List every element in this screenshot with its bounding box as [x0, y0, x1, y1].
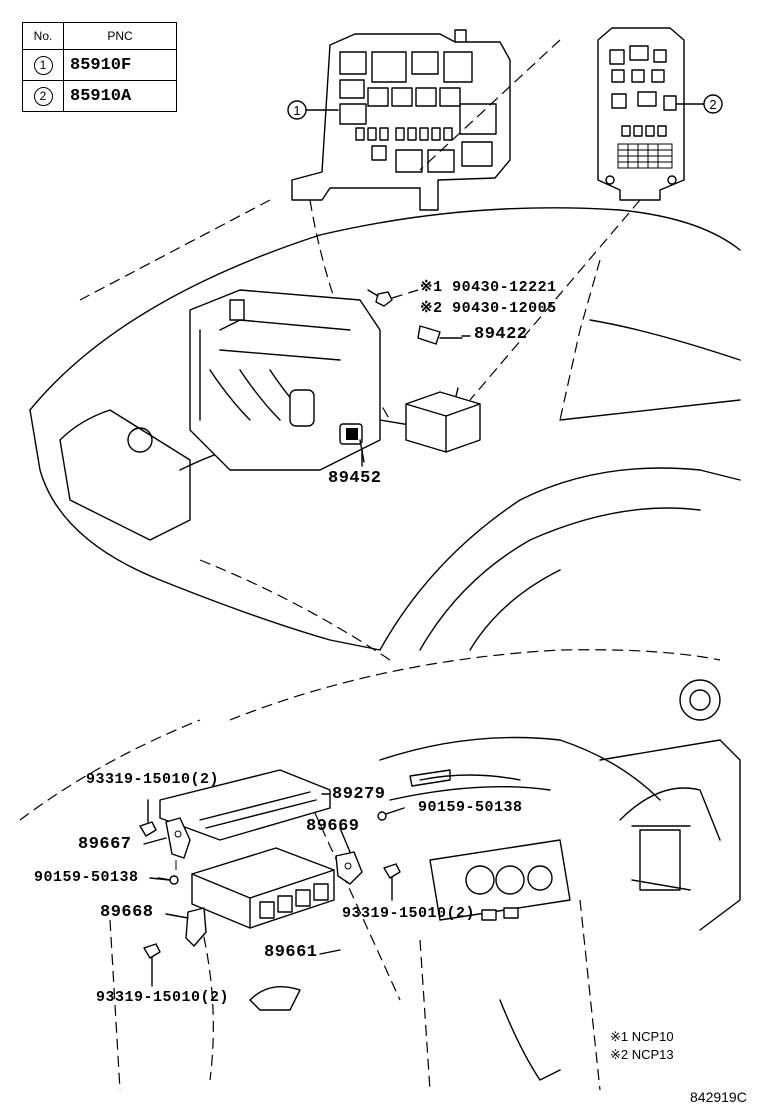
- cover-89279: [159, 769, 331, 841]
- engine-ecu-box: [405, 387, 481, 453]
- part-label-90430-12005: ※2 90430-12005: [420, 300, 557, 317]
- bracket-89667: [165, 817, 191, 859]
- bolt-93319-c: [143, 943, 161, 987]
- part-label-90159-50138-a: 90159-50138: [418, 799, 523, 816]
- leader-relay-2: [469, 199, 641, 401]
- pnc-value: 85910A: [63, 80, 177, 112]
- part-label-93319-15010-c: 93319-15010(2): [96, 989, 230, 1006]
- bolt-90430: [375, 289, 419, 307]
- relay-box-85910F: [291, 29, 511, 211]
- part-label-89667: 89667: [78, 835, 132, 854]
- leader-lines: [143, 289, 471, 955]
- sensor-89452: [339, 423, 365, 463]
- part-label-93319-15010-b: 93319-15010(2): [342, 905, 476, 922]
- callout-1: 1: [287, 100, 339, 120]
- vehicle-front-view: [29, 207, 741, 661]
- relay-box-85910A: [597, 27, 685, 201]
- legend-note-1: ※1 NCP10: [610, 1029, 674, 1044]
- legend-note-2: ※2 NCP13: [610, 1047, 674, 1062]
- figure-id: 842919C: [690, 1089, 747, 1105]
- bolt-93319-b: [383, 863, 401, 901]
- bracket-89669: [335, 851, 363, 885]
- bracket-89668: [185, 907, 207, 947]
- sensor-89422: [417, 325, 463, 345]
- screw-90159-a: [377, 807, 405, 821]
- header-no: No.: [22, 22, 64, 50]
- pnc-table-header: No. PNC: [22, 22, 177, 50]
- row-number: 1: [33, 55, 53, 75]
- part-label-89661: 89661: [264, 943, 318, 962]
- part-label-89452: 89452: [328, 469, 382, 488]
- callout-2-text: 2: [709, 97, 716, 112]
- part-label-90159-50138-b: 90159-50138: [34, 869, 139, 886]
- part-label-89279: 89279: [332, 785, 386, 804]
- part-label-89668: 89668: [100, 903, 154, 922]
- pnc-row-2: 2 85910A: [22, 80, 177, 112]
- part-label-89669: 89669: [306, 817, 360, 836]
- part-label-89422: 89422: [474, 325, 528, 344]
- pnc-table: No. PNC 1 85910F 2 85910A: [22, 22, 177, 112]
- ecu-89661: [191, 847, 335, 929]
- callout-2: 2: [675, 94, 723, 114]
- engine-block: [189, 289, 381, 471]
- vehicle-dashboard-view: [19, 649, 741, 1091]
- row-number: 2: [33, 86, 53, 106]
- part-label-93319-15010-a: 93319-15010(2): [86, 771, 220, 788]
- header-pnc: PNC: [63, 22, 177, 50]
- callout-1-text: 1: [293, 103, 300, 118]
- part-label-90430-12221: ※1 90430-12221: [420, 279, 557, 296]
- pnc-row-1: 1 85910F: [22, 49, 177, 81]
- bolt-93319-a: [139, 799, 157, 837]
- pnc-value: 85910F: [63, 49, 177, 81]
